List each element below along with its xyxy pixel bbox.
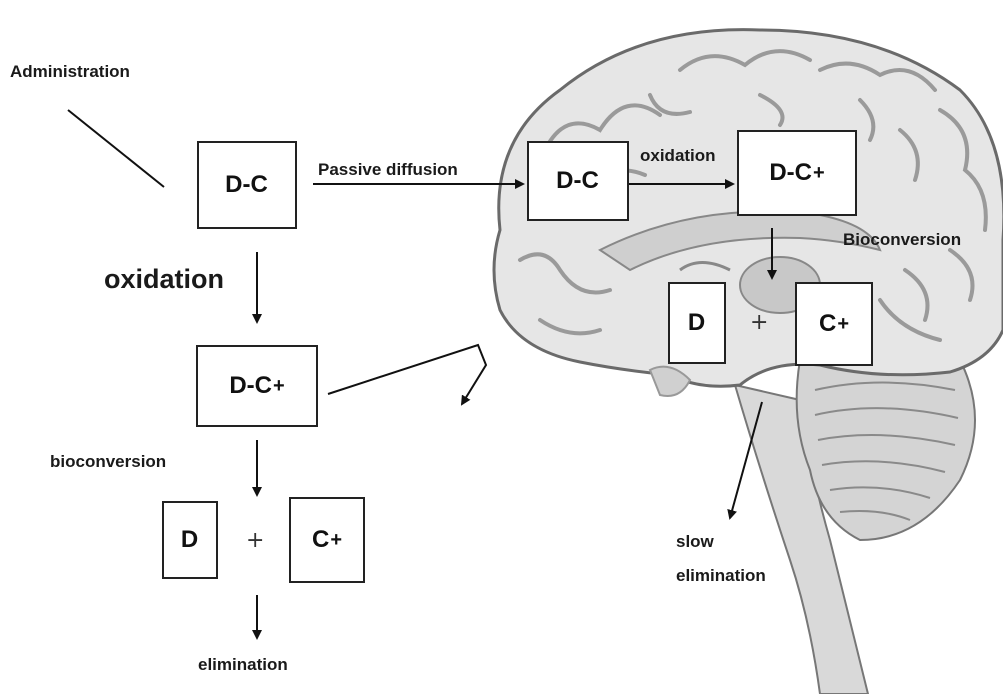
dcplus-box-left-sup: + [272, 374, 285, 397]
dc-box-left-text: D-C [225, 171, 268, 198]
slow-elimination-label-line2: elimination [676, 566, 766, 585]
cplus-box-brain: C+ [795, 282, 873, 366]
dc-box-brain-text: D-C [556, 167, 599, 194]
bioconversion-brain-label: Bioconversion [843, 230, 962, 249]
cplus-box-brain-text: C [818, 310, 837, 337]
bioconversion-label: bioconversion [50, 452, 167, 471]
d-box-left: D [162, 501, 218, 579]
dc-box-left: D-C [197, 141, 297, 229]
cplus-box-left: C+ [289, 497, 365, 583]
plus-sign-brain: + [750, 310, 769, 335]
dcplus-box-brain: D-C+ [737, 130, 857, 216]
oxidation-label: oxidation [104, 264, 224, 294]
cplus-box-left-sup: + [330, 528, 343, 551]
slow-elimination-label-line1: slow [676, 532, 714, 551]
oxidation-brain-label: oxidation [640, 146, 716, 165]
dcplus-box-brain-text: D-C [769, 159, 812, 186]
cerebellum [795, 349, 976, 542]
plus-sign-left: + [246, 528, 265, 553]
connectors [67, 109, 777, 640]
cplus-box-left-text: C [311, 526, 330, 553]
d-box-brain: D [668, 282, 726, 364]
cplus-box-brain-sup: + [837, 312, 850, 335]
dcplus-box-brain-sup: + [812, 161, 825, 184]
slow-elimination-arrow [727, 401, 763, 520]
d-box-brain-text: D [687, 309, 706, 336]
dc-box-brain: D-C [527, 141, 629, 221]
administration-line [67, 109, 165, 188]
corpus-callosum [598, 210, 882, 272]
elimination-label: elimination [198, 655, 288, 674]
administration-label: Administration [10, 62, 130, 81]
dcplus-box-left: D-C+ [196, 345, 318, 427]
dcplus-to-brain-arrow [327, 343, 488, 406]
passive-diffusion-label: Passive diffusion [318, 160, 458, 179]
dcplus-box-left-text: D-C [229, 372, 272, 399]
d-box-left-text: D [180, 526, 199, 553]
